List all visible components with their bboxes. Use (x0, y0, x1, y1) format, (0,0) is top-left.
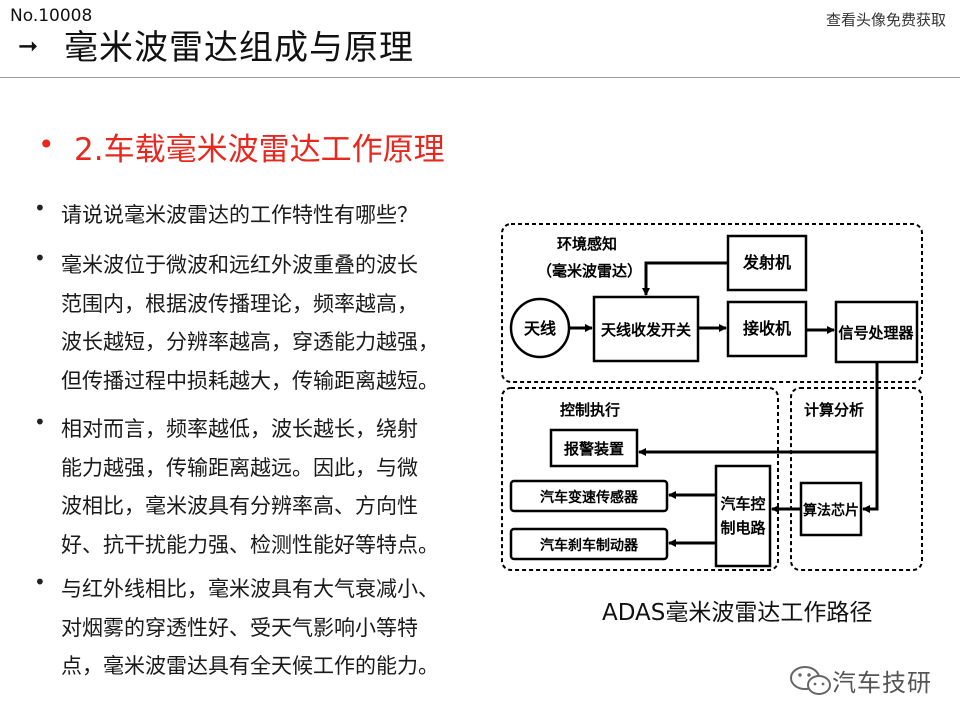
bullet-line: 好、抗干扰能力强、检测性能好等特点。 (61, 532, 439, 557)
bullet-dot-icon: • (34, 410, 46, 434)
vehicle-control-label-2: 制电路 (720, 519, 766, 537)
title-arrow-icon: ➞ (18, 32, 39, 60)
bullet-line: 范围内，根据波传播理论，频率越高， (61, 291, 418, 316)
brake-actuator-node (509, 527, 669, 561)
vehicle-control-node (714, 464, 772, 568)
signal-processor-node (834, 300, 919, 364)
switch-label: 天线收发开关 (601, 321, 691, 339)
bullet-line: 点，毫米波雷达具有全天候工作的能力。 (61, 654, 439, 678)
top-right-note: 查看头像免费获取 (825, 11, 946, 29)
bullet-line: 能力越强，传输距离越远。因此，与微 (61, 455, 418, 480)
bullet-line: 与红外线相比，毫米波具有大气衰减小、 (61, 577, 439, 601)
alarm-node (549, 428, 639, 468)
transmitter-switch-link (642, 261, 728, 296)
watermark-text: 汽车技研 (832, 669, 932, 697)
receiver-label: 接收机 (743, 319, 791, 338)
bullet-dot-icon: • (34, 246, 46, 270)
bullet-text: 相对而言，频率越低，波长越长，绕射 能力越强，传输距离越远。因此，与微 波相比，… (61, 410, 491, 564)
speed-sensor-label: 汽车变速传感器 (540, 489, 639, 506)
algorithm-chip-label: 算法芯片 (803, 502, 859, 519)
switch-node (592, 295, 700, 363)
vehicle-control-label-1: 汽车控 (720, 495, 765, 513)
env-sense-label: 环境感知 (557, 235, 617, 253)
subtitle-bullet-icon: • (38, 128, 55, 161)
page-title: 毫米波雷达组成与原理 (64, 28, 414, 68)
title-divider (0, 77, 960, 78)
diagram-caption: ADAS毫米波雷达工作路径 (602, 600, 873, 626)
adas-radar-diagram: 环境感知 （毫米波雷达） 控制执行 计算分析 天线 天线收发开关 发射机 接收机… (501, 223, 923, 571)
section-subtitle: 2.车载毫米波雷达工作原理 (74, 132, 445, 168)
bullet-line: 但传播过程中损耗越大，传输距离越短。 (61, 368, 439, 393)
bullet-line: 波长越短，分辨率越高，穿透能力越强， (61, 330, 439, 354)
bullet-line: 相对而言，频率越低，波长越长，绕射 (61, 417, 418, 441)
bullet-line: 对烟雾的穿透性好、受天气影响小等特 (61, 615, 418, 640)
brake-actuator-label: 汽车刹车制动器 (540, 537, 639, 554)
antenna-label: 天线 (524, 319, 556, 338)
bullet-line: 毫米波位于微波和远红外波重叠的波长 (61, 253, 418, 277)
signal-processor-label: 信号处理器 (838, 324, 914, 342)
env-sense-frame (501, 223, 923, 383)
bullet-text: 与红外线相比，毫米波具有大气衰减小、 对烟雾的穿透性好、受天气影响小等特 点，毫… (61, 570, 491, 686)
control-label: 控制执行 (560, 401, 620, 419)
compute-label: 计算分析 (804, 401, 864, 419)
env-sense-sublabel: （毫米波雷达） (537, 262, 642, 280)
speed-sensor-node (509, 479, 669, 513)
wechat-icon (790, 666, 831, 695)
bullet-dot-icon: • (34, 570, 46, 594)
transmitter-label: 发射机 (742, 253, 791, 272)
receiver-node (726, 300, 808, 358)
bullet-text: 请说说毫米波雷达的工作特性有哪些？ (61, 196, 491, 235)
processor-chip-link (862, 452, 879, 513)
control-frame (501, 387, 779, 571)
bullet-line: 波相比，毫米波具有分辨率高、方向性 (61, 494, 418, 518)
transmitter-node (726, 234, 808, 292)
document-number: No.10008 (10, 6, 93, 26)
bullet-text: 毫米波位于微波和远红外波重叠的波长 范围内，根据波传播理论，频率越高， 波长越短… (61, 246, 491, 400)
alarm-label: 报警装置 (564, 440, 624, 458)
bullet-line: 请说说毫米波雷达的工作特性有哪些？ (61, 203, 418, 227)
compute-frame (790, 387, 923, 571)
bullet-dot-icon: • (34, 196, 46, 220)
